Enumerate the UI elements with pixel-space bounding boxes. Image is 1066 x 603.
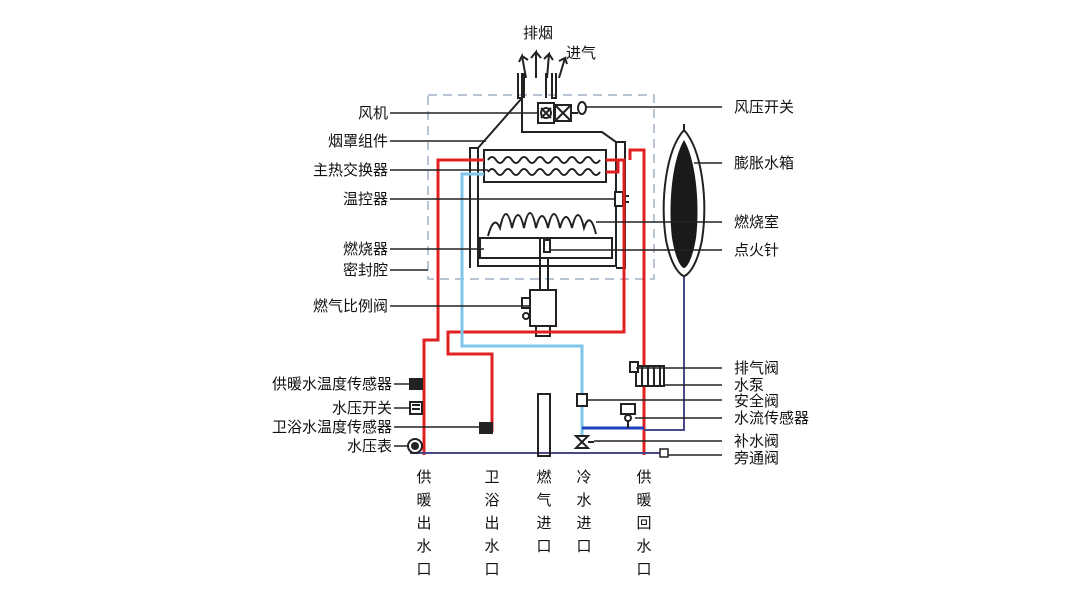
expansion-tank-line <box>644 276 685 431</box>
thermostat-icon <box>614 191 629 207</box>
label-air-vent-valve: 排气阀 <box>734 359 779 377</box>
label-bath-water-temp-sensor: 卫浴水温度传感器 <box>272 418 392 436</box>
air-vent-valve-icon <box>629 361 639 373</box>
leader-lines-right <box>550 106 722 456</box>
label-bypass-valve: 旁通阀 <box>734 449 779 467</box>
label-water-pressure-switch: 水压开关 <box>332 399 392 417</box>
water-pump-icon <box>635 365 665 387</box>
label-bath-outlet-char: 浴 <box>484 491 499 509</box>
label-heating-return-char: 口 <box>636 560 651 578</box>
label-heating-outlet-char: 口 <box>416 560 431 578</box>
label-heating-return-char: 水 <box>636 537 651 555</box>
label-heating-outlet-char: 供 <box>416 468 431 486</box>
bath-water-temp-sensor-icon <box>479 422 493 434</box>
label-water-pressure-gauge: 水压表 <box>347 437 392 455</box>
heating-flow-pipe <box>422 158 626 455</box>
leader-lines-left <box>390 112 615 447</box>
label-bath-outlet-char: 口 <box>484 560 499 578</box>
safety-valve-icon <box>576 393 588 407</box>
label-gas-inlet-char: 燃 <box>536 468 551 486</box>
label-burner: 燃烧器 <box>343 240 388 258</box>
label-cold-water-inlet-char: 口 <box>576 537 591 555</box>
fan-icon <box>537 102 555 124</box>
label-expansion-tank: 膨胀水箱 <box>734 154 794 172</box>
cold-water-pipe <box>460 172 584 438</box>
label-thermostat: 温控器 <box>343 190 388 208</box>
label-refill-valve: 补水阀 <box>734 432 779 450</box>
label-bath-outlet-char: 水 <box>484 537 499 555</box>
label-gas-inlet-char: 口 <box>536 537 551 555</box>
label-safety-valve: 安全阀 <box>734 392 779 410</box>
gas-proportional-valve <box>521 258 557 337</box>
expansion-tank <box>662 124 706 278</box>
igniter-icon <box>543 239 551 253</box>
label-heating-return-char: 暖 <box>636 491 651 509</box>
label-air-pressure-switch: 风压开关 <box>734 98 794 116</box>
label-fan: 风机 <box>358 104 388 122</box>
label-main-heat-exchanger: 主热交换器 <box>313 161 388 179</box>
label-water-flow-sensor: 水流传感器 <box>734 409 809 427</box>
bypass-valve-icon <box>659 448 669 458</box>
label-heating-water-temp-sensor: 供暖水温度传感器 <box>272 375 392 393</box>
label-gas-inlet-char: 进 <box>536 514 551 532</box>
label-igniter: 点火针 <box>734 241 779 259</box>
flames <box>487 212 597 237</box>
label-heating-return-char: 供 <box>636 468 651 486</box>
label-cold-water-inlet-char: 冷 <box>576 468 591 486</box>
label-heating-return-char: 回 <box>636 514 651 532</box>
heating-return-pipe <box>606 148 646 455</box>
label-hood-assembly: 烟罩组件 <box>328 132 388 150</box>
label-intake: 进气 <box>566 44 596 62</box>
exhaust-arrows <box>518 49 568 79</box>
label-sealed-chamber: 密封腔 <box>343 261 388 279</box>
label-cold-water-inlet-char: 水 <box>576 491 591 509</box>
label-exhaust: 排烟 <box>523 24 553 42</box>
label-gas-inlet-char: 气 <box>536 491 551 509</box>
label-bath-outlet-char: 卫 <box>484 468 499 486</box>
gas-inlet-pipe <box>537 393 551 457</box>
heating-water-temp-sensor-icon <box>409 378 423 390</box>
label-bath-outlet-char: 出 <box>484 514 499 532</box>
label-heating-outlet-char: 水 <box>416 537 431 555</box>
main-heat-exchanger <box>483 149 607 183</box>
label-water-pump: 水泵 <box>734 376 764 394</box>
water-flow-sensor-icon <box>620 403 636 428</box>
water-pressure-switch-icon <box>409 401 423 415</box>
label-combustion-chamber: 燃烧室 <box>734 213 779 231</box>
air-pressure-switch-icon <box>554 101 587 122</box>
sealed-chamber-outline <box>427 94 655 280</box>
label-heating-outlet-char: 出 <box>416 514 431 532</box>
refill-valve-icon <box>573 435 594 449</box>
label-heating-outlet-char: 暖 <box>416 491 431 509</box>
label-cold-water-inlet-char: 进 <box>576 514 591 532</box>
water-pressure-gauge-icon <box>407 438 423 454</box>
label-gas-proportional-valve: 燃气比例阀 <box>313 297 388 315</box>
